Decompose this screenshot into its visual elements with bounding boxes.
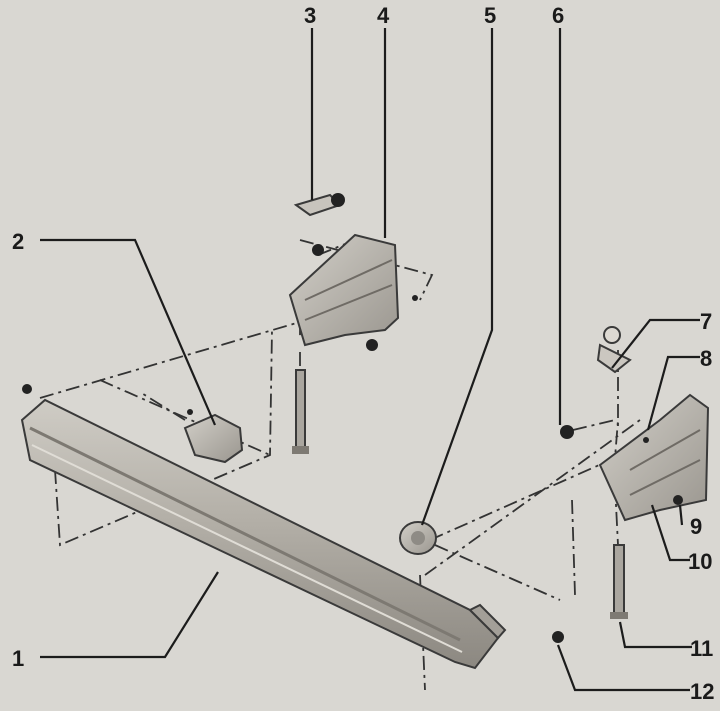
callout-9: 9: [690, 514, 702, 539]
callout-10: 10: [688, 549, 712, 574]
callout-7: 7: [700, 309, 712, 334]
left-mount-pad: [183, 409, 244, 464]
callout-3: 3: [304, 3, 316, 28]
right-bracket: [560, 326, 710, 522]
left-bolt-assembly: [292, 193, 345, 454]
callout-12: 12: [690, 679, 714, 704]
callout-1: 1: [12, 646, 24, 671]
callout-11: 11: [690, 636, 713, 661]
bumper-beam: [20, 398, 507, 670]
callout-labels: 1 2 3 4 5 6 7 8 9 10 11 12: [12, 3, 714, 704]
callout-4: 4: [377, 3, 390, 28]
right-bolt: [610, 544, 628, 619]
callout-6: 6: [552, 3, 564, 28]
callout-8: 8: [700, 346, 712, 371]
leader-lines: [40, 28, 700, 692]
right-mount-pad: [399, 521, 437, 555]
left-bracket: [288, 233, 418, 351]
callout-2: 2: [12, 229, 24, 254]
right-nut: [552, 631, 564, 643]
left-end-nut: [22, 384, 32, 394]
callout-5: 5: [484, 3, 496, 28]
